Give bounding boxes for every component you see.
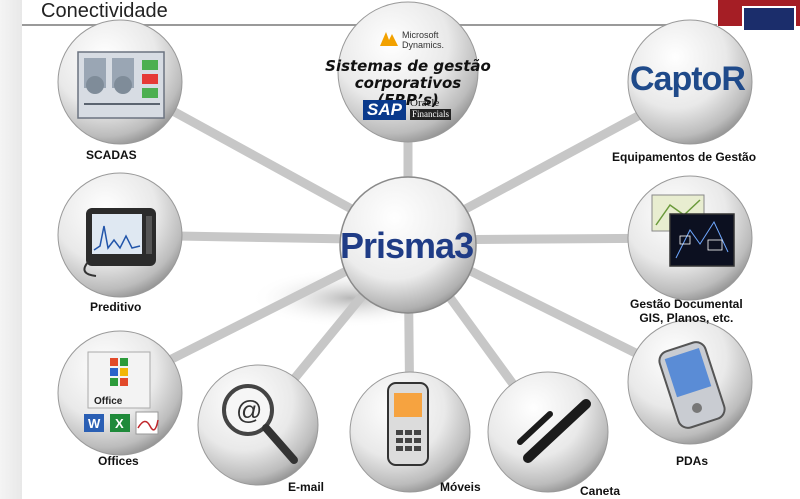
at-sign-icon: @: [236, 395, 262, 425]
word-icon-glyph: W: [88, 416, 101, 431]
scada-screen-icon: [77, 51, 165, 119]
mobile-phone-icon: [387, 382, 429, 466]
captor-logo: CaptoR: [630, 60, 746, 98]
oracle-financials-logo: Oracle Financials: [410, 98, 451, 120]
dynamics-logo-text: Dynamics.: [402, 40, 445, 50]
excel-icon: [110, 414, 130, 432]
oracle-logo-text: Oracle: [410, 97, 440, 109]
slide-title: Conectividade: [41, 0, 168, 22]
email-label: E-mail: [288, 480, 325, 494]
caneta-label: Caneta: [580, 484, 621, 498]
erp-label-line1: Sistemas de gestão: [325, 57, 491, 75]
digital-pen-icon: [517, 399, 591, 463]
office-logo-text: Office: [94, 396, 123, 407]
email-magnifier-icon: [222, 384, 298, 464]
offices-label: Offices: [98, 454, 139, 468]
captor-label: Equipamentos de Gestão: [612, 150, 757, 164]
microsoft-dynamics-logo: Microsoft Dynamics.: [402, 30, 444, 50]
gestao-documental-line2: GIS, Planos, etc.: [639, 311, 734, 325]
pdas-label: PDAs: [676, 454, 709, 468]
node-caneta: [487, 371, 609, 493]
hub-label: Prisma3: [340, 225, 474, 266]
left-margin-strip: [0, 0, 22, 499]
word-icon: [84, 414, 104, 432]
node-captor: [627, 19, 753, 145]
gestao-documental-line1: Gestão Documental: [630, 297, 743, 311]
corner-accent-navy: [742, 6, 796, 32]
excel-icon-glyph: X: [115, 416, 124, 431]
office-suite-icon: [87, 351, 151, 409]
moveis-label: Móveis: [440, 480, 481, 494]
erp-label-line2: corporativos (ERP’s): [354, 74, 462, 109]
scadas-label: SCADAS: [86, 148, 137, 162]
gis-map-screen-icon: [651, 194, 735, 267]
pda-device-icon: [658, 341, 726, 429]
node-hub-prisma3: [339, 176, 477, 314]
microsoft-logo-text: Microsoft: [402, 30, 439, 40]
financials-logo-text: Financials: [410, 109, 451, 120]
sap-logo: SAP: [363, 100, 406, 120]
analyzer-device-icon: [83, 208, 156, 277]
erp-label: Sistemas de gestão corporativos (ERP’s): [322, 58, 494, 109]
dynamics-logo-icon: [380, 32, 398, 46]
signature-document-icon: [135, 411, 159, 435]
preditivo-label: Preditivo: [90, 300, 142, 314]
gestao-documental-label: Gestão Documental GIS, Planos, etc.: [630, 297, 743, 325]
